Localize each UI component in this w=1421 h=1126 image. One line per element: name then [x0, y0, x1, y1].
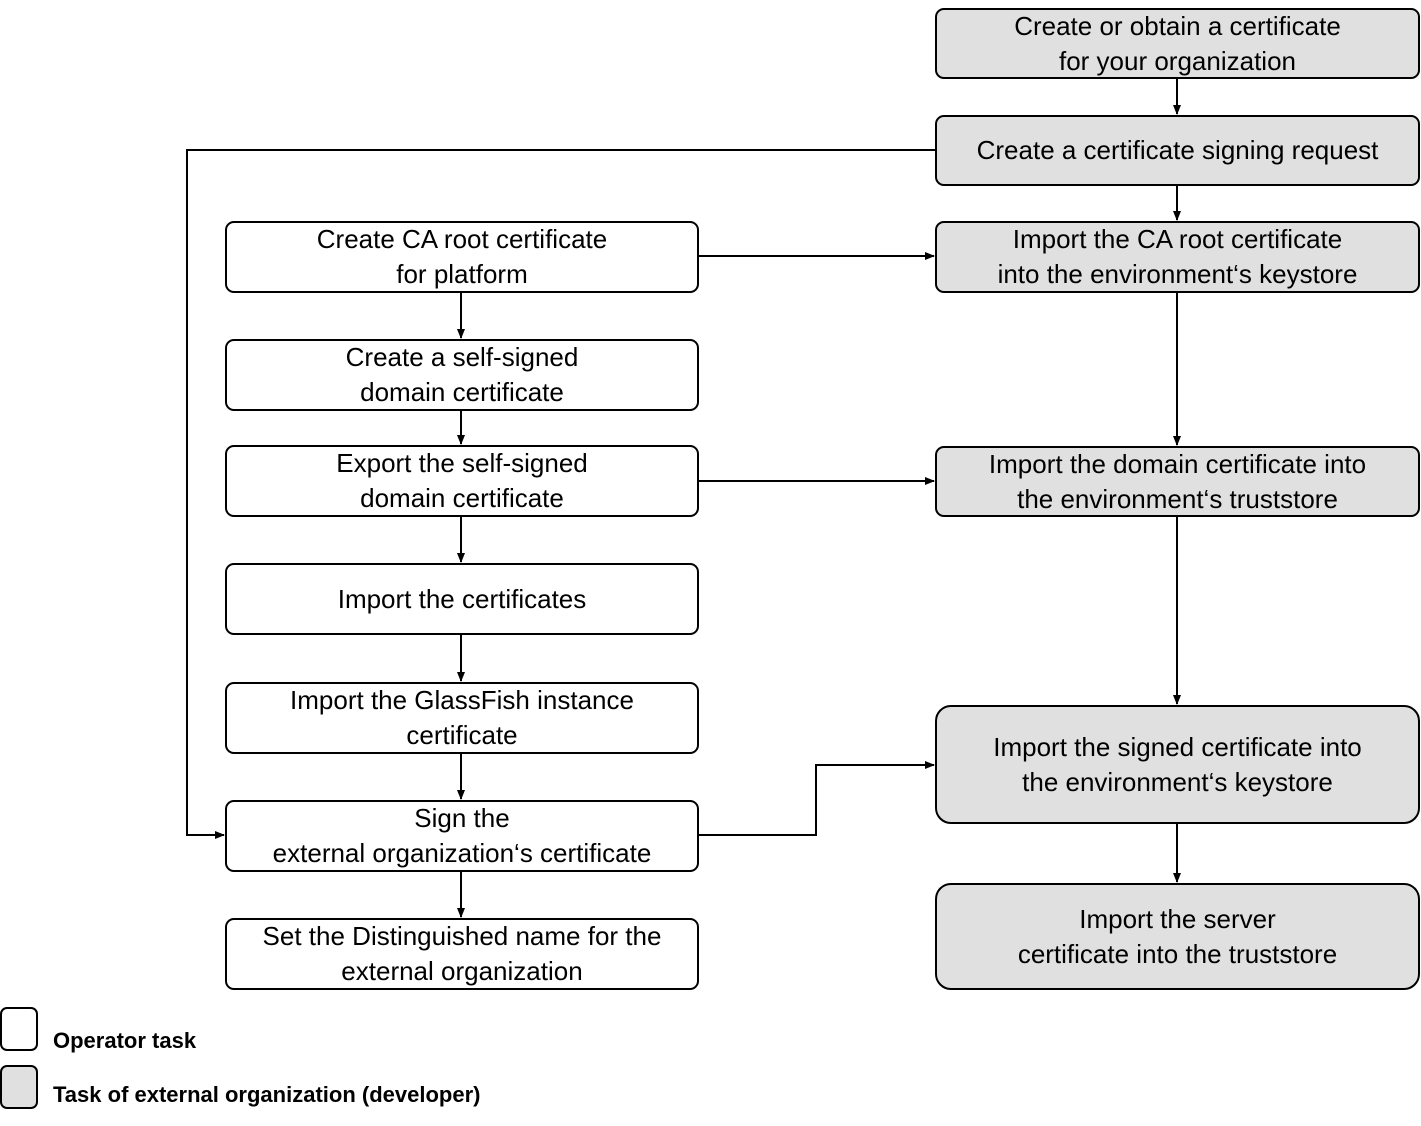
import-certificates-box: Import the certificates [225, 563, 699, 635]
import-server-truststore-box: Import the server certificate into the t… [935, 883, 1420, 990]
legend-operator-label: Operator task [53, 1028, 197, 1053]
import-glassfish-box: Import the GlassFish instance certificat… [225, 682, 699, 754]
import-signed-keystore-box: Import the signed certificate into the e… [935, 705, 1420, 824]
legend-operator-swatch [0, 1007, 38, 1051]
import-domain-truststore-box: Import the domain certificate into the e… [935, 446, 1420, 517]
export-self-signed-box: Export the self-signed domain certificat… [225, 445, 699, 517]
set-distinguished-name-box: Set the Distinguished name for the exter… [225, 918, 699, 990]
import-ca-root-keystore-box: Import the CA root certificate into the … [935, 221, 1420, 293]
create-obtain-certificate-box: Create or obtain a certificate for your … [935, 8, 1420, 79]
arrow-csr-to-sign [186, 149, 935, 839]
arrow-sign-to-signed-keystore [699, 761, 935, 836]
sign-external-certificate-box: Sign the external organization‘s certifi… [225, 800, 699, 872]
create-self-signed-box: Create a self-signed domain certificate [225, 339, 699, 411]
legend-external-swatch [0, 1065, 38, 1109]
legend-external-label: Task of external organization (developer… [53, 1082, 481, 1107]
create-ca-root-box: Create CA root certificate for platform [225, 221, 699, 293]
create-csr-box: Create a certificate signing request [935, 115, 1420, 186]
